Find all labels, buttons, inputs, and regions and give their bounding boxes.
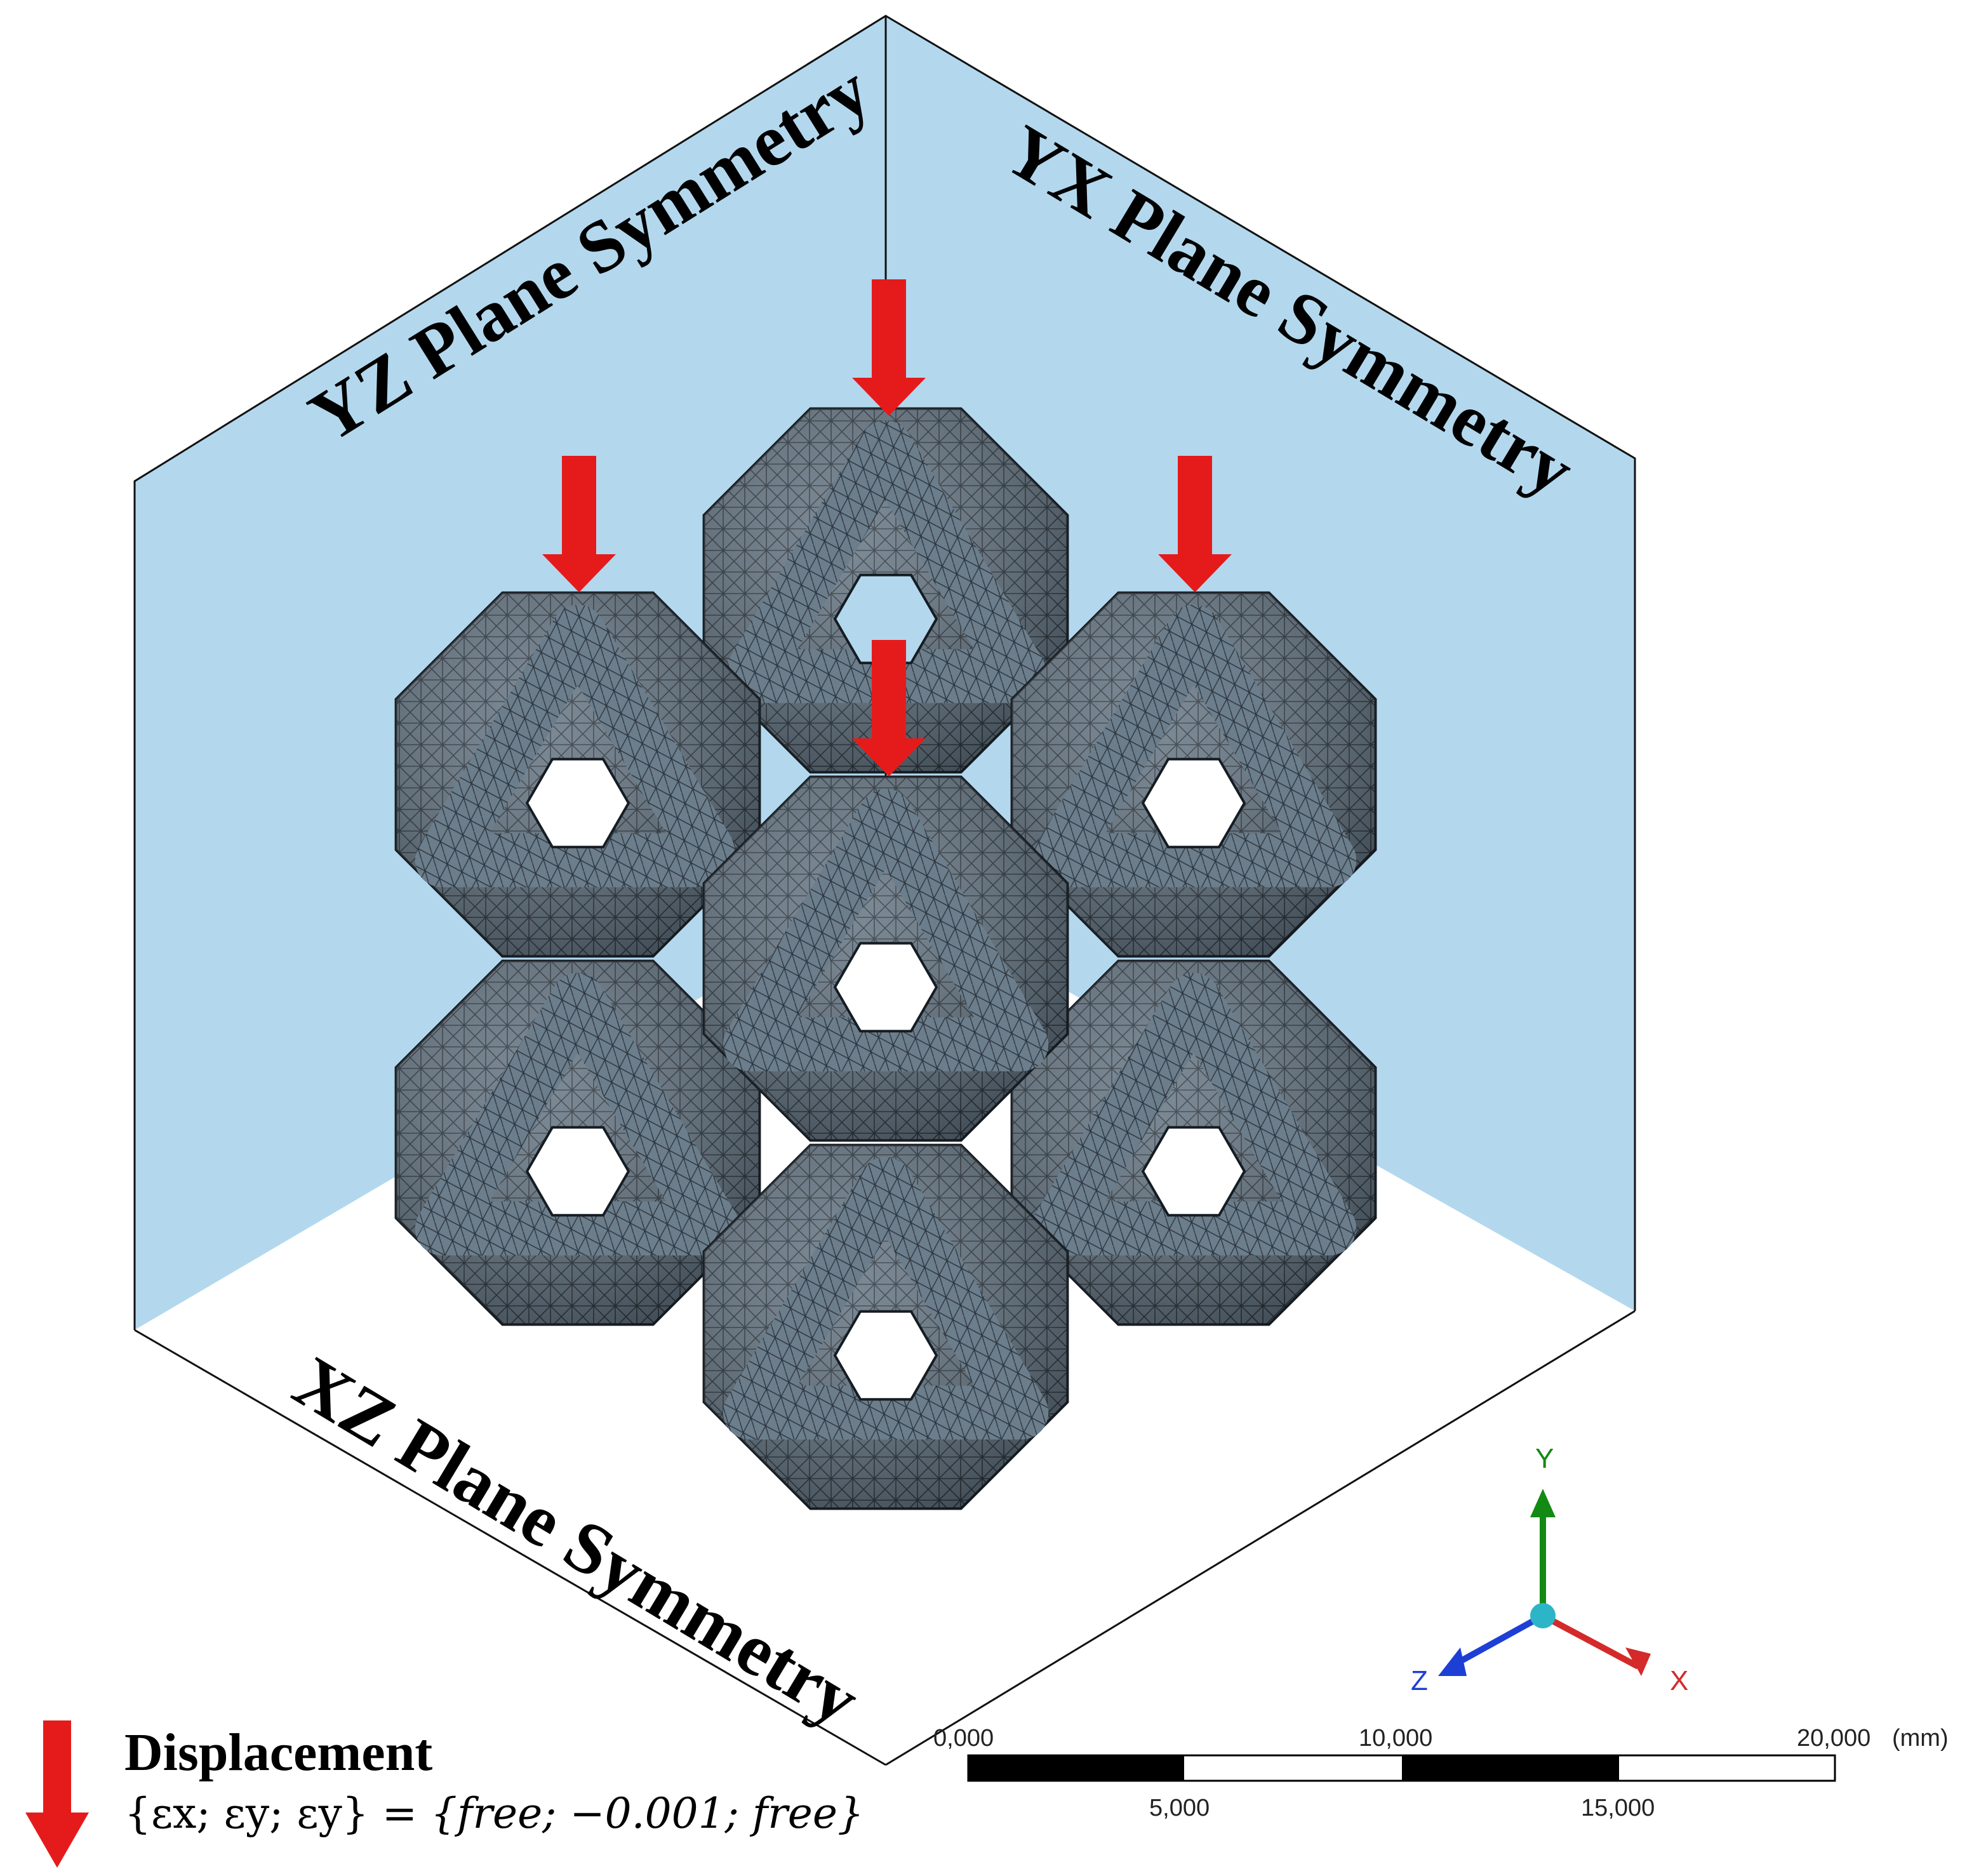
equation-rhs: {free; −0.001; free} <box>430 1789 864 1838</box>
displacement-legend: Displacement {εx; εy; εy} = {free; −0.00… <box>0 1708 952 1876</box>
displacement-arrow-icon <box>25 1720 89 1868</box>
cell-strut-ring <box>1030 604 1357 888</box>
scale-tick-5000: 5,000 <box>1149 1795 1210 1821</box>
lattice-cell-front-bot[interactable] <box>702 1143 1069 1510</box>
equation-equals: = <box>382 1789 431 1838</box>
cell-strut-ring <box>415 604 741 888</box>
lattice-cell-back-top[interactable] <box>702 407 1069 774</box>
axis-y-label: Y <box>1535 1443 1554 1474</box>
scale-tick-15000: 15,000 <box>1581 1795 1655 1821</box>
lattice-cell-left-top[interactable] <box>394 591 761 958</box>
cell-opening <box>525 1126 630 1217</box>
cell-opening <box>1141 757 1246 849</box>
cell-strut-ring <box>723 1157 1049 1440</box>
cell-opening <box>1141 1126 1246 1217</box>
load-arrows <box>542 279 1232 776</box>
cell-strut-ring <box>1030 973 1357 1256</box>
cell-opening <box>525 757 630 849</box>
lattice-cell-left-bot[interactable] <box>394 959 761 1326</box>
legend-equation: {εx; εy; εy} = {free; −0.001; free} <box>124 1789 864 1838</box>
cell-opening <box>833 573 938 665</box>
axis-z-label: Z <box>1411 1665 1428 1696</box>
cell-opening <box>833 1310 938 1401</box>
axis-x-label: X <box>1670 1665 1688 1696</box>
cell-opening <box>833 941 938 1033</box>
cell-strut-ring <box>415 973 741 1256</box>
legend-title: Displacement <box>124 1723 433 1782</box>
load-arrow-back <box>852 279 926 416</box>
scale-tick-20000: 20,000 <box>1797 1725 1870 1752</box>
scale-unit: (mm) <box>1892 1725 1949 1752</box>
coordinate-triad-icon: Y X Z <box>1411 1443 1688 1696</box>
scale-bar-icon: 0,000 10,000 20,000 (mm) 5,000 15,000 <box>933 1725 1949 1821</box>
scale-tick-10000: 10,000 <box>1359 1725 1432 1752</box>
equation-lhs: {εx; εy; εy} <box>124 1789 369 1838</box>
lattice-structure[interactable] <box>394 407 1377 1510</box>
lattice-cell-right-top[interactable] <box>1010 591 1377 958</box>
load-arrow-front <box>852 640 926 776</box>
load-arrow-left <box>542 456 616 592</box>
scale-tick-0: 0,000 <box>933 1725 994 1752</box>
lattice-cell-front-top[interactable] <box>702 775 1069 1142</box>
load-arrow-right <box>1158 456 1232 592</box>
cell-strut-ring <box>723 788 1049 1072</box>
